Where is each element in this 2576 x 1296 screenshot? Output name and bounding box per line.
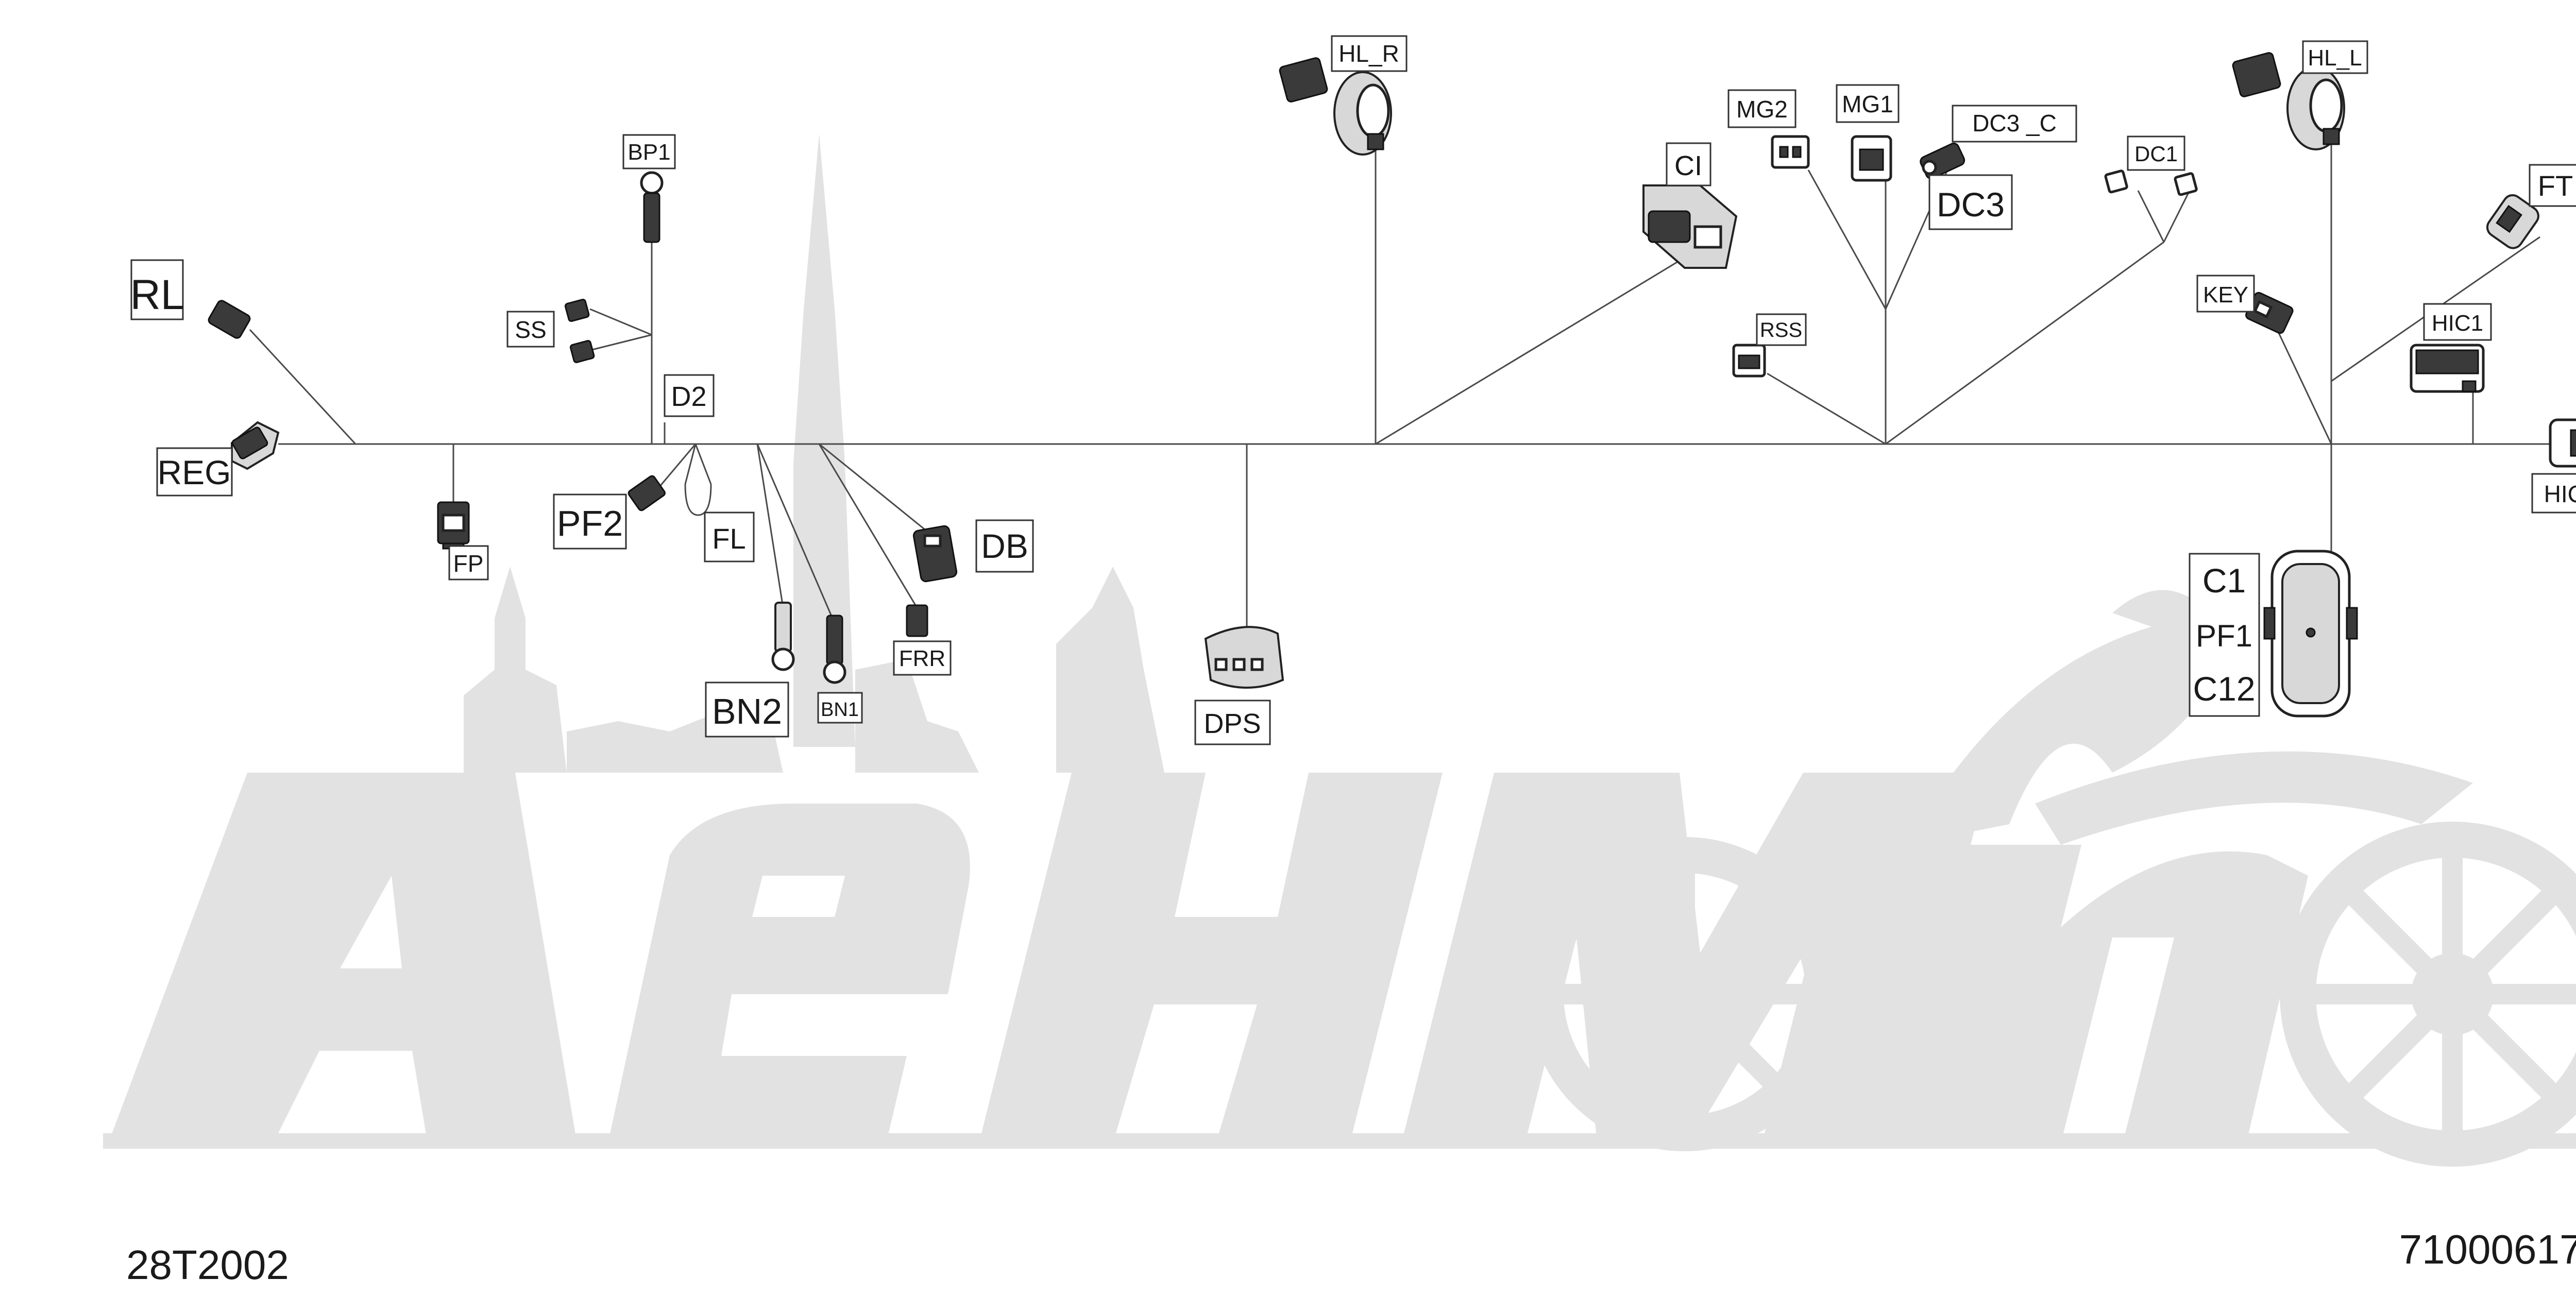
label-hl-l: HL_L <box>2302 40 2368 74</box>
hic2-connector-icon <box>2549 418 2576 468</box>
label-ss: SS <box>506 311 555 348</box>
svg-text:CI: CI <box>1674 150 1702 181</box>
svg-text:HL_L: HL_L <box>2308 45 2362 71</box>
dc3-connector-icon <box>1920 142 1965 179</box>
svg-text:HIC1: HIC1 <box>2432 311 2483 336</box>
rl-connector-icon <box>208 300 251 339</box>
svg-text:PF1: PF1 <box>2196 619 2252 653</box>
label-hic1: HIC1 <box>2423 303 2492 341</box>
label-frr: FRR <box>893 640 952 676</box>
label-fl: FL <box>704 511 755 562</box>
mg1-connector-icon <box>1851 135 1892 182</box>
label-fp: FP <box>448 545 489 581</box>
svg-text:REG: REG <box>157 453 231 491</box>
svg-text:SS: SS <box>515 316 546 343</box>
svg-text:FP: FP <box>453 550 484 577</box>
label-bn2: BN2 <box>705 681 789 738</box>
svg-text:PF2: PF2 <box>557 503 623 543</box>
pf2-connector-icon <box>628 475 666 511</box>
label-rl: RL <box>130 259 184 320</box>
hl-r-headlight-socket-icon <box>1279 57 1392 156</box>
diagram-code-left: 28T2002 <box>126 1242 289 1288</box>
reg-connector-icon <box>231 421 280 470</box>
label-d2: D2 <box>664 374 715 417</box>
label-db: DB <box>975 519 1034 573</box>
label-hl-r: HL_R <box>1331 35 1408 72</box>
svg-text:C12: C12 <box>2193 670 2255 708</box>
key-connector-icon <box>2245 292 2294 334</box>
rss-connector-icon <box>1732 344 1766 378</box>
hl-l-headlight-socket-icon <box>2232 52 2345 150</box>
mg2-connector-icon <box>1771 135 1810 169</box>
svg-text:DB: DB <box>981 527 1028 565</box>
label-key: KEY <box>2196 275 2255 313</box>
bp1-ring-terminal-icon <box>640 171 664 243</box>
svg-text:RSS: RSS <box>1760 319 1802 342</box>
label-hic2: HIC2 <box>2531 473 2576 514</box>
dc1-clip-icon <box>2104 169 2198 196</box>
svg-text:BN2: BN2 <box>712 691 782 731</box>
label-reg: REG <box>156 447 233 497</box>
bn1-ring-terminal-icon <box>823 615 846 684</box>
components <box>208 52 2576 718</box>
c1-pf1-c12-fuse-box-icon <box>2263 550 2358 718</box>
label-rss: RSS <box>1756 313 1807 346</box>
label-dc3: DC3 <box>1928 174 2013 230</box>
label-c1-pf1-c12: C1 PF1 C12 <box>2189 553 2260 717</box>
label-dc3-c: DC3 _C <box>1952 105 2077 143</box>
svg-text:BP1: BP1 <box>628 140 670 165</box>
svg-text:FL: FL <box>712 522 745 555</box>
ft-connector-icon <box>2486 194 2539 249</box>
svg-text:DPS: DPS <box>1204 708 1261 739</box>
bn2-ring-terminal-icon <box>771 602 795 671</box>
svg-text:C1: C1 <box>2202 561 2246 600</box>
svg-text:HIC2: HIC2 <box>2544 481 2576 507</box>
svg-text:RL: RL <box>130 271 184 318</box>
svg-text:BN1: BN1 <box>821 699 859 721</box>
hic1-connector-icon <box>2410 344 2485 393</box>
label-mg1: MG1 <box>1836 84 1900 123</box>
label-ft: FT <box>2529 164 2576 207</box>
watermark-logo <box>103 134 2576 1167</box>
svg-text:KEY: KEY <box>2203 282 2248 308</box>
dps-connector-icon <box>1204 626 1284 689</box>
label-bn1: BN1 <box>817 692 863 724</box>
label-mg2: MG2 <box>1727 89 1797 128</box>
svg-text:HL_R: HL_R <box>1338 40 1399 67</box>
db-connector-icon <box>912 525 958 583</box>
ci-connector-icon <box>1642 184 1738 269</box>
part-number-right: 710006173 <box>2399 1226 2576 1272</box>
component-labels: RL REG FP SS BP1 D2 PF2 FL <box>130 35 2576 745</box>
svg-text:DC1: DC1 <box>2134 142 2178 166</box>
fp-connector-icon <box>437 501 470 550</box>
svg-text:MG2: MG2 <box>1736 96 1788 123</box>
svg-text:FT: FT <box>2538 169 2573 202</box>
svg-text:MG1: MG1 <box>1842 91 1893 117</box>
svg-text:D2: D2 <box>671 381 706 412</box>
label-dc1: DC1 <box>2127 135 2185 171</box>
label-dps: DPS <box>1194 700 1271 745</box>
ss-switch-icon <box>564 299 595 363</box>
label-bp1: BP1 <box>622 134 676 169</box>
svg-text:DC3: DC3 <box>1937 185 2005 224</box>
label-pf2: PF2 <box>553 493 627 550</box>
svg-text:FRR: FRR <box>899 646 945 671</box>
fl-fuse-icon <box>684 484 712 516</box>
svg-text:DC3 _C: DC3 _C <box>1972 110 2057 137</box>
label-ci: CI <box>1666 142 1711 186</box>
frr-relay-icon <box>906 604 928 637</box>
